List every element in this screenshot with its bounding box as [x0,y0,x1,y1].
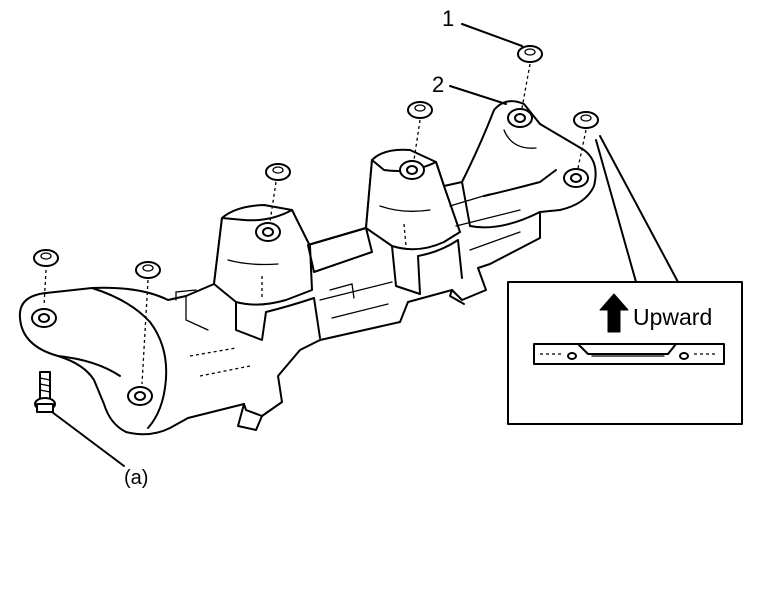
inset-direction-label: Upward [633,304,712,330]
callout-bolt-label: (a) [124,467,148,489]
nut-left-tower [265,163,291,223]
orientation-inset: Upward [507,281,743,425]
nut-right-tower [407,101,433,161]
mount-holes [31,108,589,406]
nuts [33,45,599,385]
nut-right-rear [573,111,599,169]
nut-left-front [33,249,59,307]
callout-nut-label: 1 [442,6,454,31]
callout-member-label: 2 [432,72,444,97]
nut-item-1 [517,45,543,109]
inset-frame [507,281,743,425]
suspension-frame [18,100,597,436]
up-arrow-icon [599,293,629,333]
nut-cross-section [533,343,725,365]
leader-lines [51,23,679,467]
bolt-a [34,371,56,413]
nut-left-rear [135,261,161,385]
